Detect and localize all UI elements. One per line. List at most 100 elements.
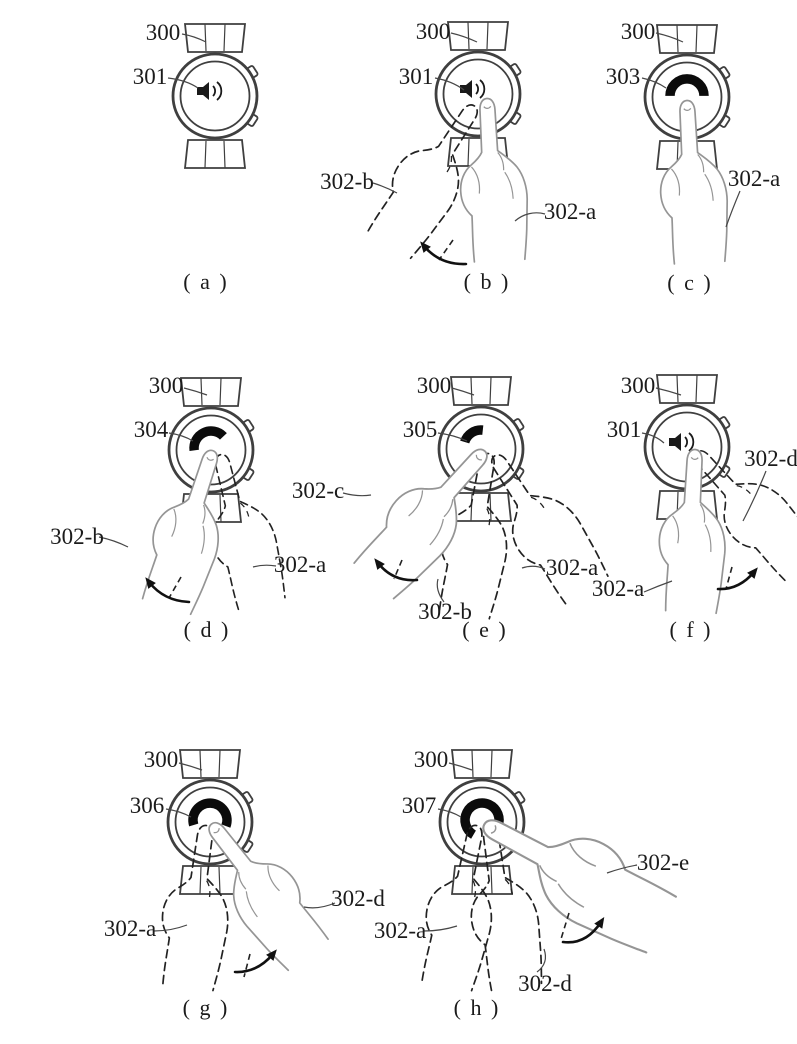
ref-label-305: 305 — [403, 417, 438, 442]
ref-label-300: 300 — [149, 373, 184, 398]
pointing-hand-dashed — [161, 824, 229, 992]
pointing-hand-solid — [141, 449, 220, 616]
leader-line — [437, 808, 462, 818]
rotation-arrow-head — [145, 577, 156, 589]
watch-face — [179, 60, 251, 132]
strap-top-links — [200, 378, 222, 406]
watch-strap-bottom — [450, 865, 514, 895]
leader-line — [252, 564, 277, 568]
ref-label-302-a: 302-a — [104, 916, 156, 941]
leader-line — [98, 536, 129, 548]
leader-line — [168, 432, 194, 442]
pointing-hand-solid — [208, 821, 329, 972]
leader-line — [643, 580, 673, 593]
rotation-arrow-head — [374, 558, 385, 570]
ref-label-302-a: 302-a — [544, 199, 596, 224]
panel-a: 300 301 ( a ) — [133, 20, 259, 294]
ref-label-300: 300 — [414, 747, 449, 772]
leader-line — [423, 925, 458, 932]
ref-label-302-a: 302-a — [374, 918, 426, 943]
strap-top-links — [471, 750, 493, 778]
leader-line — [436, 578, 445, 603]
ref-label-301: 301 — [607, 417, 642, 442]
ref-label-301: 301 — [399, 64, 434, 89]
ref-label-302-a: 302-a — [592, 576, 644, 601]
leader-line — [606, 864, 638, 874]
leader-line — [153, 924, 188, 932]
ref-label-302-d: 302-d — [518, 971, 572, 996]
pointing-hand-solid — [659, 99, 729, 265]
ref-label-302-e: 302-e — [637, 850, 689, 875]
watch-strap-bottom — [449, 492, 513, 522]
leader-line — [514, 212, 546, 222]
panel-caption-a: ( a ) — [183, 269, 228, 294]
strap-bottom-links — [471, 866, 493, 894]
pointing-hand-dashed — [367, 104, 479, 260]
ref-label-302-d: 302-d — [331, 886, 385, 911]
ref-label-302-d: 302-d — [744, 446, 797, 471]
watch-face — [442, 58, 514, 130]
strap-top-links — [204, 24, 226, 52]
leader-line — [641, 432, 665, 444]
ref-label-307: 307 — [402, 793, 437, 818]
ref-label-306: 306 — [130, 793, 165, 818]
strap-bottom-links — [199, 866, 221, 894]
smartwatch — [171, 23, 259, 169]
ref-label-302-c: 302-c — [292, 478, 344, 503]
strap-top-links — [470, 377, 492, 405]
panel-e: 300 305 302-c 302-a 302-b( e ) — [292, 373, 609, 642]
leader-line — [725, 190, 741, 228]
rotation-arrow-head — [420, 241, 431, 253]
watch-strap-top — [446, 21, 510, 51]
leader-line — [536, 948, 547, 973]
leader-line — [303, 902, 336, 909]
wrist-dash-tick — [393, 559, 403, 580]
pointing-hand-solid — [459, 97, 529, 263]
ref-label-300: 300 — [417, 373, 452, 398]
panel-caption-e: ( e ) — [462, 617, 507, 642]
pointing-hand-solid — [353, 448, 488, 600]
wrist-dash-tick — [725, 566, 733, 590]
ref-label-300: 300 — [144, 747, 179, 772]
strap-top-links — [676, 375, 698, 403]
rotation-arrow-head — [747, 567, 758, 579]
rotation-arrow-head — [594, 916, 605, 929]
leader-line — [167, 77, 199, 89]
ref-label-300: 300 — [146, 20, 181, 45]
ref-label-302-b: 302-b — [320, 169, 374, 194]
leader-line — [450, 32, 478, 43]
smartwatch — [438, 749, 526, 895]
leader-line — [451, 387, 475, 396]
pointing-hand-solid — [658, 448, 726, 615]
strap-bottom-links — [470, 493, 492, 521]
ref-label-302-a: 302-a — [546, 555, 598, 580]
smartwatch — [643, 374, 731, 520]
rotation-arrow — [716, 570, 756, 591]
rotation-arrow-head — [266, 949, 277, 961]
panel-caption-b: ( b ) — [464, 269, 511, 294]
watch-strap-top — [655, 24, 719, 54]
strap-bottom-links — [204, 140, 226, 168]
leader-line — [521, 565, 546, 570]
watch-strap-top — [655, 374, 719, 404]
panel-caption-g: ( g ) — [183, 995, 230, 1020]
volume-level-arc — [460, 798, 504, 839]
watch-strap-bottom — [183, 139, 247, 169]
wrist-dash-tick — [560, 912, 570, 940]
ref-label-301: 301 — [133, 64, 168, 89]
ref-label-300: 300 — [621, 19, 656, 44]
leader-line — [655, 32, 684, 43]
ref-label-302-b: 302-b — [418, 599, 472, 624]
ref-label-302-a: 302-a — [274, 552, 326, 577]
ref-label-302-b: 302-b — [50, 524, 104, 549]
speaker-icon — [669, 432, 695, 452]
watch-strap-top — [183, 23, 247, 53]
wrist-dash-tick — [168, 576, 182, 599]
strap-top-links — [676, 25, 698, 53]
